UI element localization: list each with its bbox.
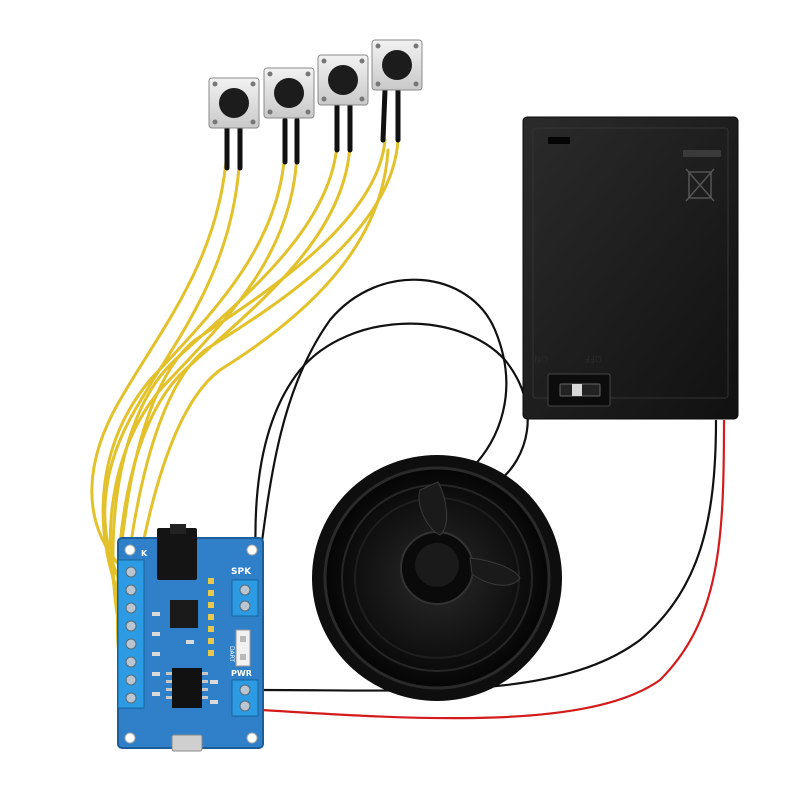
amp-chip [172,668,202,708]
pwr-label: PWR [231,669,252,678]
battery-on-label: ON [534,353,548,363]
push-button-3 [317,54,369,106]
k-label: K [141,549,148,558]
weee-bin-icon [685,168,715,202]
battery-box: OFF ON [522,116,739,420]
spk-terminal [231,579,259,617]
pin-header [208,578,214,656]
micro-usb-port [171,734,203,752]
push-button-1 [208,77,260,129]
dart-header [235,629,251,667]
audio-jack [157,524,197,580]
spk-label: SPK [231,567,252,577]
power-switch [547,373,611,407]
pwr-terminal [231,679,259,717]
main-chip [170,600,198,628]
speaker-wires [254,278,529,593]
dart-label: DART [228,646,235,662]
push-button-4 [371,39,423,91]
battery-off-label: OFF [585,353,602,363]
left-terminal-block [117,559,145,709]
wire-sleeves [224,87,401,171]
push-button-2 [263,67,315,119]
speaker [312,455,562,701]
sound-module-board: SPK PWR DART K [117,524,264,752]
